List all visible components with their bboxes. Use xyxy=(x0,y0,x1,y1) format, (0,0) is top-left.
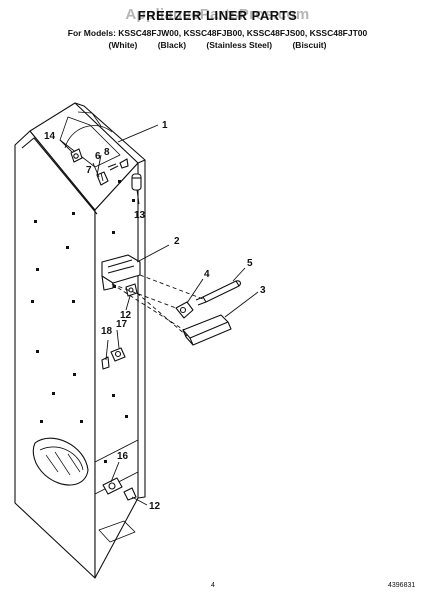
callout-numbers: 1 14 8 6 7 13 2 4 5 3 12 18 17 16 12 xyxy=(44,120,266,512)
parts-17-18 xyxy=(101,347,126,370)
callout-18: 18 xyxy=(101,326,113,337)
leader-lines xyxy=(59,124,259,506)
callout-3: 3 xyxy=(260,285,266,296)
callout-4: 4 xyxy=(204,269,210,280)
callout-12: 12 xyxy=(120,310,132,321)
callout-2: 2 xyxy=(174,236,180,247)
part-3-cover xyxy=(182,314,232,346)
liner-holes xyxy=(31,180,135,463)
part-16 xyxy=(102,477,123,495)
watermark: AppliancePartsPros.com xyxy=(125,6,310,23)
color-biscuit: (Biscuit) xyxy=(292,40,327,50)
document-number: 4396831 xyxy=(388,582,416,589)
callout-13: 13 xyxy=(134,210,146,221)
part-13 xyxy=(131,173,142,191)
color-white: (White) xyxy=(108,40,138,50)
part-5-rod xyxy=(195,280,241,306)
page-number: 4 xyxy=(211,582,215,589)
callout-14: 14 xyxy=(44,131,56,142)
callout-16: 16 xyxy=(117,451,129,462)
color-stainless: (Stainless Steel) xyxy=(206,40,273,50)
color-black: (Black) xyxy=(157,40,187,50)
callout-7: 7 xyxy=(86,165,92,176)
model-list: For Models: KSSC48FJW00, KSSC48FJB00, KS… xyxy=(67,28,368,38)
callout-8: 8 xyxy=(104,147,110,158)
callout-1: 1 xyxy=(162,120,168,131)
page-title: FREEZER LINER PARTS xyxy=(137,8,298,23)
color-list: (White) (Black) (Stainless Steel) (Biscu… xyxy=(0,40,435,50)
callout-12-bottom: 12 xyxy=(149,501,161,512)
part-4 xyxy=(175,301,194,319)
part-12-bottom xyxy=(123,487,137,501)
callout-17: 17 xyxy=(116,319,128,330)
freezer-liner xyxy=(14,102,146,579)
top-small-parts xyxy=(70,148,129,186)
callout-6: 6 xyxy=(95,151,101,162)
callout-5: 5 xyxy=(247,258,253,269)
